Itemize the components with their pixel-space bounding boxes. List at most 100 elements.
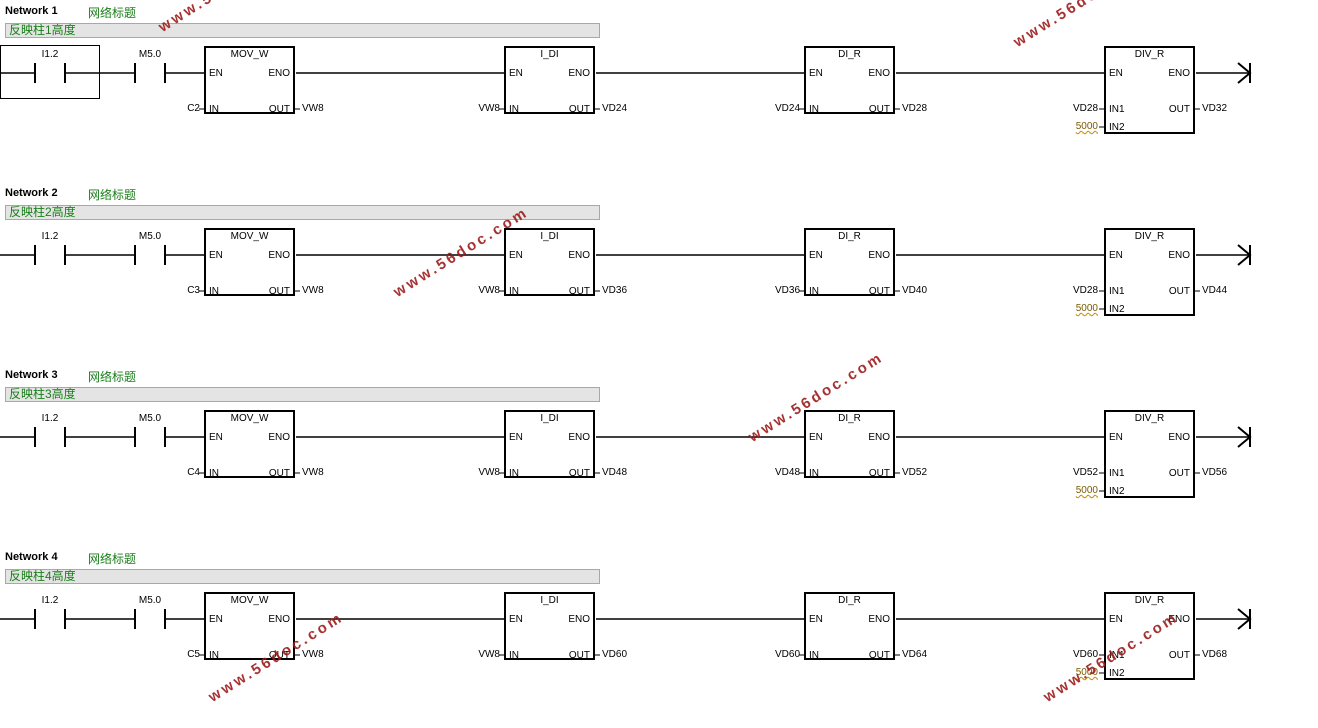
dir-out-operand[interactable]: VD52	[902, 467, 928, 478]
mov-out-operand[interactable]: VW8	[302, 103, 324, 114]
mov-in-operand[interactable]: C5	[187, 649, 200, 660]
dir-out-operand[interactable]: VD40	[902, 285, 928, 296]
dir-out-operand[interactable]: VD28	[902, 103, 928, 114]
pin-eno: ENO	[568, 250, 590, 261]
pin-out: OUT	[268, 650, 290, 661]
div-out-operand[interactable]: VD32	[1202, 103, 1228, 114]
pin-out: OUT	[1168, 104, 1190, 115]
div-in2-constant[interactable]: 5000	[1075, 485, 1098, 496]
contact-selection-box[interactable]	[0, 45, 100, 99]
pin-eno: ENO	[568, 68, 590, 79]
contact-label-1[interactable]: I1.2	[41, 595, 59, 606]
mov-out-operand[interactable]: VW8	[302, 649, 324, 660]
mov-in-operand[interactable]: C4	[187, 467, 200, 478]
idi-out-operand[interactable]: VD60	[602, 649, 628, 660]
contact-label-1[interactable]: I1.2	[41, 231, 59, 242]
dir-out-operand[interactable]: VD64	[902, 649, 928, 660]
pin-in: IN	[509, 468, 519, 479]
pin-in: IN	[809, 468, 819, 479]
idi-in-operand[interactable]: VW8	[478, 285, 500, 296]
contact-label-1[interactable]: I1.2	[41, 49, 59, 60]
pin-en: EN	[1109, 432, 1123, 443]
contact-label-1[interactable]: I1.2	[41, 413, 59, 424]
pin-out: OUT	[868, 468, 890, 479]
div-in1-operand[interactable]: VD52	[1072, 467, 1098, 478]
pin-in: IN	[209, 468, 219, 479]
idi-out-operand[interactable]: VD48	[602, 467, 628, 478]
pin-in: IN	[809, 650, 819, 661]
pin-in: IN	[509, 650, 519, 661]
idi-in-operand[interactable]: VW8	[478, 649, 500, 660]
div-in1-operand[interactable]: VD60	[1072, 649, 1098, 660]
pin-en: EN	[509, 432, 523, 443]
mov-out-operand[interactable]: VW8	[302, 467, 324, 478]
mov-out-operand[interactable]: VW8	[302, 285, 324, 296]
div-in2-constant[interactable]: 5000	[1075, 121, 1098, 132]
network-comment[interactable]: 反映柱1高度	[5, 23, 600, 38]
dir-in-operand[interactable]: VD48	[774, 467, 800, 478]
pin-eno: ENO	[268, 614, 290, 625]
div-out-operand[interactable]: VD44	[1202, 285, 1228, 296]
div-in1-operand[interactable]: VD28	[1072, 103, 1098, 114]
mov-in-operand[interactable]: C2	[187, 103, 200, 114]
dir-in-operand[interactable]: VD24	[774, 103, 800, 114]
block-name: I_DI	[540, 595, 559, 606]
div-in2-constant[interactable]: 5000	[1075, 667, 1098, 678]
idi-in-operand[interactable]: VW8	[478, 467, 500, 478]
contact-label-2[interactable]: M5.0	[138, 413, 162, 424]
dir-in-operand[interactable]: VD60	[774, 649, 800, 660]
pin-eno: ENO	[268, 250, 290, 261]
pin-en: EN	[509, 250, 523, 261]
pin-eno: ENO	[868, 250, 890, 261]
contact-label-2[interactable]: M5.0	[138, 231, 162, 242]
pin-out: OUT	[868, 650, 890, 661]
idi-out-operand[interactable]: VD36	[602, 285, 628, 296]
pin-en: EN	[1109, 614, 1123, 625]
network-comment[interactable]: 反映柱4高度	[5, 569, 600, 584]
pin-in: IN	[509, 286, 519, 297]
pin-en: EN	[209, 250, 223, 261]
block-name: DIV_R	[1134, 413, 1165, 424]
network-subtitle: 网络标题	[88, 188, 137, 202]
network-comment[interactable]: 反映柱2高度	[5, 205, 600, 220]
idi-out-operand[interactable]: VD24	[602, 103, 628, 114]
network-comment[interactable]: 反映柱3高度	[5, 387, 600, 402]
div-in1-operand[interactable]: VD28	[1072, 285, 1098, 296]
block-name: DI_R	[838, 231, 861, 242]
rung-wiring	[0, 62, 1252, 128]
pin-in: IN	[509, 104, 519, 115]
div-out-operand[interactable]: VD56	[1202, 467, 1228, 478]
div-in2-constant[interactable]: 5000	[1075, 303, 1098, 314]
pin-out: OUT	[268, 286, 290, 297]
pin-eno: ENO	[568, 614, 590, 625]
block-name: MOV_W	[230, 413, 269, 424]
block-name: I_DI	[540, 49, 559, 60]
contact-label-2[interactable]: M5.0	[138, 49, 162, 60]
idi-in-operand[interactable]: VW8	[478, 103, 500, 114]
pin-in: IN1	[1109, 468, 1125, 479]
contact-label-2[interactable]: M5.0	[138, 595, 162, 606]
div-out-operand[interactable]: VD68	[1202, 649, 1228, 660]
mov-in-operand[interactable]: C3	[187, 285, 200, 296]
dir-in-operand[interactable]: VD36	[774, 285, 800, 296]
